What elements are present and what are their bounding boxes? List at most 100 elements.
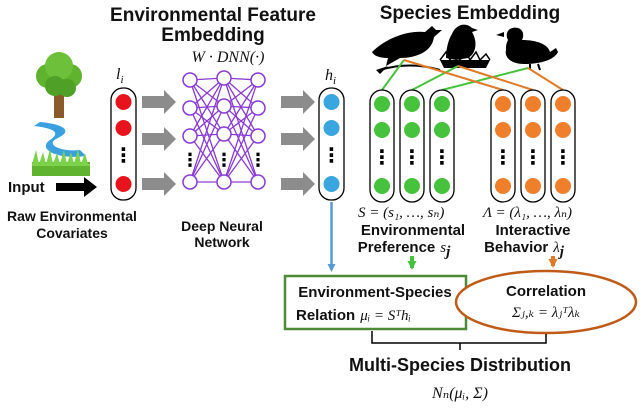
grass-icon xyxy=(32,149,90,176)
preference-dots: ⋮ xyxy=(372,147,392,169)
preference-dots: ⋮ xyxy=(432,147,452,169)
nn-node xyxy=(216,126,232,142)
bird-icon xyxy=(496,27,558,71)
normal-distribution-formula: Nₙ(μᵢ, Σ) xyxy=(431,385,488,402)
env-species-relation-box xyxy=(283,274,468,331)
input-label: Input xyxy=(8,179,45,196)
nn-edge xyxy=(223,79,259,183)
dnn-formula: W · DNN(·) xyxy=(192,49,265,66)
interaction-dots: ⋮ xyxy=(493,147,513,169)
interaction-dots: ⋮ xyxy=(523,147,543,169)
landscape-icon xyxy=(32,52,90,176)
raw-env-label-line2: Covariates xyxy=(36,225,108,241)
preference-node xyxy=(404,96,420,112)
interaction-node xyxy=(525,96,541,112)
interaction-node xyxy=(555,122,571,138)
preference-capsule xyxy=(429,89,455,203)
nn-edge xyxy=(223,135,259,183)
correlation-ellipse xyxy=(454,269,638,335)
preference-node xyxy=(404,122,420,138)
species-connectors xyxy=(381,59,564,91)
multi-species-label: Multi-Species Distribution xyxy=(349,355,571,375)
preference-capsule xyxy=(399,89,425,203)
interaction-dots: ⋮ xyxy=(553,147,573,169)
preference-node xyxy=(374,122,390,138)
nn-dots: ⋮ xyxy=(249,150,267,170)
nn-node xyxy=(250,72,266,88)
nn-node xyxy=(250,128,266,144)
raw-env-label-line1: Raw Environmental xyxy=(7,208,137,224)
gray-arrows-left xyxy=(142,90,176,196)
tree-icon xyxy=(36,52,82,118)
nn-node xyxy=(250,174,266,190)
bird-icon xyxy=(439,24,491,68)
nn-node xyxy=(182,72,198,88)
interactive-label-line1: Interactive xyxy=(495,222,570,239)
input-layer-capsule xyxy=(110,87,137,201)
correlation-formula: Σⱼ,ₖ = λⱼᵀλₖ xyxy=(511,305,580,321)
input-node xyxy=(115,176,132,192)
bird-icons xyxy=(372,24,558,74)
lambda-set-formula: Λ = (λ₁, …, λₙ) xyxy=(481,205,572,221)
nn-edge xyxy=(189,105,225,183)
dnn-label-line1: Deep Neural xyxy=(181,218,263,234)
l-i-symbol: li xyxy=(116,66,124,86)
input-dots: ⋮ xyxy=(114,145,134,167)
correlation-label: Correlation xyxy=(506,283,586,300)
interaction-node xyxy=(555,178,571,194)
s-set-formula: S = (s₁, …, sₙ) xyxy=(358,205,444,221)
env-species-label-line1: Environment-Species xyxy=(298,284,451,301)
interaction-node xyxy=(495,122,511,138)
nn-node xyxy=(216,98,232,114)
preference-node xyxy=(434,96,450,112)
nn-node xyxy=(182,100,198,116)
dnn-label-line2: Network xyxy=(194,234,249,250)
nn-edge xyxy=(189,133,225,183)
nn-edge xyxy=(189,77,225,183)
interaction-capsule xyxy=(520,89,546,203)
preference-node xyxy=(404,178,420,194)
nn-node xyxy=(216,174,232,190)
input-node xyxy=(115,120,132,136)
nn-node xyxy=(250,100,266,116)
feature-node xyxy=(323,94,340,110)
merge-bracket xyxy=(371,331,547,350)
interaction-node xyxy=(555,96,571,112)
nn-dots: ⋮ xyxy=(215,150,233,170)
river-icon xyxy=(34,122,86,157)
species-embedding-title: Species Embedding xyxy=(380,3,561,24)
interaction-node xyxy=(495,96,511,112)
interaction-capsule xyxy=(550,89,576,203)
bird-icon xyxy=(372,26,442,74)
nn-edge xyxy=(223,107,259,183)
preference-node xyxy=(434,122,450,138)
env-feature-title-line2: Embedding xyxy=(161,25,264,46)
input-arrow-icon xyxy=(56,177,97,197)
nn-node xyxy=(182,174,198,190)
feature-dots: ⋮ xyxy=(322,145,342,167)
nn-dots: ⋮ xyxy=(181,150,199,170)
feature-node xyxy=(323,120,340,136)
nn-edge xyxy=(189,77,225,137)
env-pref-label-line1: Environmental xyxy=(361,222,465,239)
env-feature-title-line1: Environmental Feature xyxy=(110,5,316,26)
nn-edge xyxy=(223,79,259,135)
h-i-symbol: hi xyxy=(325,67,336,87)
species-capsules: ⋮ ⋮ ⋮ ⋮ ⋮ ⋮ xyxy=(369,89,576,203)
feature-layer-capsule xyxy=(318,87,345,201)
feature-node xyxy=(323,176,340,192)
interaction-node xyxy=(495,178,511,194)
nn-node xyxy=(216,70,232,86)
interaction-capsule xyxy=(490,89,516,203)
preference-node xyxy=(434,178,450,194)
input-node xyxy=(115,94,132,110)
preference-dots: ⋮ xyxy=(402,147,422,169)
preference-node xyxy=(374,96,390,112)
interaction-node xyxy=(525,122,541,138)
preference-capsule xyxy=(369,89,395,203)
preference-node xyxy=(374,178,390,194)
